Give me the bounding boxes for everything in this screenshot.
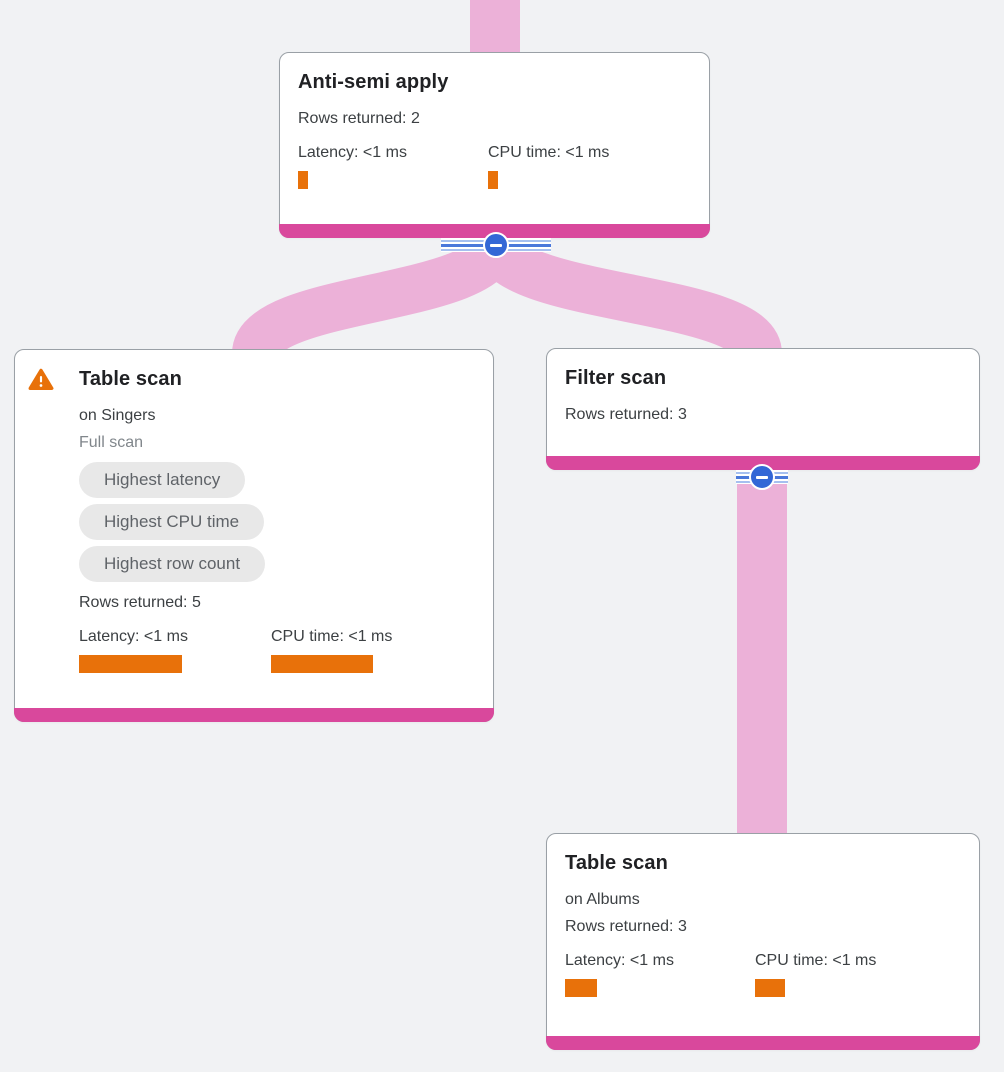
- latency-label: Latency: <1 ms: [79, 628, 188, 645]
- badge-highest-cpu-time: Highest CPU time: [79, 504, 265, 540]
- cpu-metric: CPU time: <1 ms: [488, 142, 678, 189]
- cpu-time-label: CPU time: <1 ms: [755, 952, 877, 969]
- rows-returned-text: Rows returned: 3: [565, 918, 687, 935]
- node-subtitle: on Singers: [79, 407, 156, 424]
- plan-node-anti-semi-apply[interactable]: Anti-semi apply Rows returned: 2 Latency…: [279, 52, 710, 238]
- node-footer-bar: [14, 708, 494, 722]
- rows-returned-text: Rows returned: 2: [298, 110, 420, 127]
- node-subtitle: on Albums: [565, 891, 640, 908]
- latency-bar: [565, 979, 597, 997]
- node-footer-bar: [279, 224, 710, 238]
- cpu-time-label: CPU time: <1 ms: [271, 628, 393, 645]
- plan-node-table-scan-albums[interactable]: Table scan on Albums Rows returned: 3 La…: [546, 833, 980, 1050]
- minus-icon: [483, 232, 509, 258]
- plan-node-filter-scan[interactable]: Filter scan Rows returned: 3: [546, 348, 980, 470]
- node-footer-bar: [546, 456, 980, 470]
- scan-type-text: Full scan: [79, 434, 144, 451]
- minus-glyph: [490, 243, 502, 247]
- badge-highest-latency: Highest latency: [79, 462, 246, 498]
- latency-metric: Latency: <1 ms: [79, 626, 271, 673]
- latency-label: Latency: <1 ms: [298, 144, 407, 161]
- minus-glyph: [756, 475, 768, 479]
- rows-returned-text: Rows returned: 5: [79, 594, 201, 611]
- node-title: Anti-semi apply: [298, 71, 449, 93]
- cpu-metric: CPU time: <1 ms: [755, 950, 945, 997]
- cpu-time-label: CPU time: <1 ms: [488, 144, 610, 161]
- cpu-time-bar: [271, 655, 373, 673]
- rows-returned-text: Rows returned: 3: [565, 406, 687, 423]
- minus-icon: [749, 464, 775, 490]
- node-footer-bar: [546, 1036, 980, 1050]
- node-title: Table scan: [79, 368, 182, 390]
- latency-metric: Latency: <1 ms: [298, 142, 488, 189]
- cpu-time-bar: [755, 979, 785, 997]
- badge-highest-row-count: Highest row count: [79, 546, 266, 582]
- node-title: Table scan: [565, 852, 668, 874]
- latency-label: Latency: <1 ms: [565, 952, 674, 969]
- collapse-button-filter-scan[interactable]: [736, 464, 788, 490]
- latency-bar: [79, 655, 182, 673]
- warning-icon: [28, 368, 54, 390]
- edge-anti-semi-apply-to-filter-scan: [472, 235, 782, 360]
- cpu-time-bar: [488, 171, 498, 189]
- plan-node-table-scan-singers[interactable]: Table scan on Singers Full scan Highest …: [14, 349, 494, 722]
- badge-list: Highest latency Highest CPU time Highest…: [79, 462, 475, 582]
- latency-metric: Latency: <1 ms: [565, 950, 755, 997]
- collapse-button-anti-semi-apply[interactable]: [441, 232, 551, 258]
- cpu-metric: CPU time: <1 ms: [271, 626, 463, 673]
- node-title: Filter scan: [565, 367, 667, 389]
- latency-bar: [298, 171, 308, 189]
